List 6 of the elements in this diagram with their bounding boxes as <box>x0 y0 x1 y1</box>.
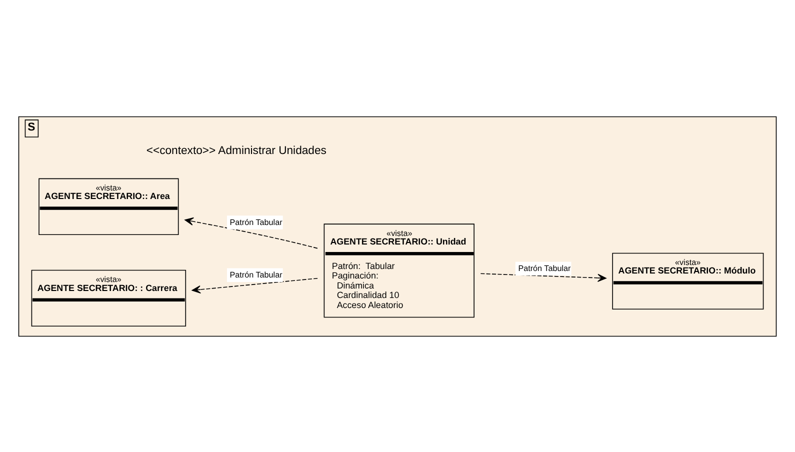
edge-label: Patrón Tabular <box>518 264 571 273</box>
arrow <box>480 272 606 282</box>
edge-label: Patrón Tabular <box>230 217 282 226</box>
edge-label: Patrón Tabular <box>230 270 282 280</box>
arrow <box>192 277 318 294</box>
arrow <box>184 216 318 248</box>
